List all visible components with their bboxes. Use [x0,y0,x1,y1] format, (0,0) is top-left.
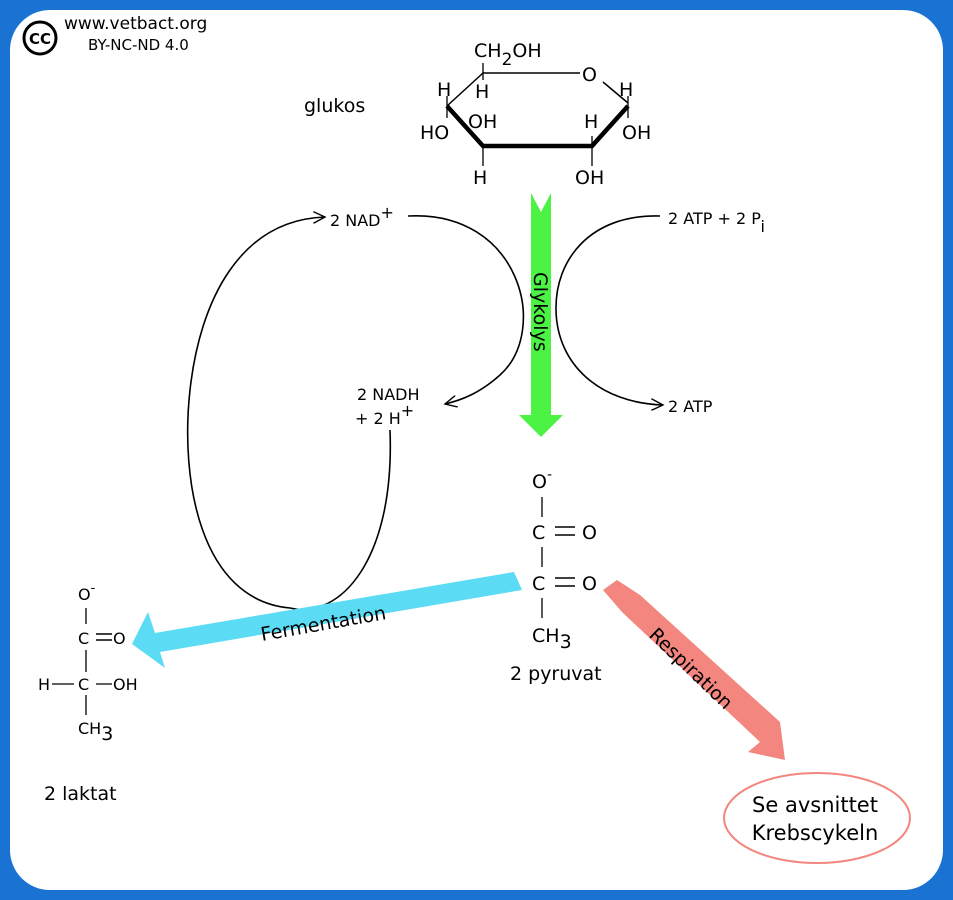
cc-icon: CC [29,30,51,48]
svg-text:CH3: CH3 [78,719,113,745]
svg-text:O: O [582,573,597,595]
svg-text:H: H [584,111,598,133]
nad-to-nadh-arc [407,215,525,404]
cc-badge: CC [22,20,58,56]
site-credit: www.vetbact.org [64,14,207,34]
svg-text:O: O [113,629,126,648]
svg-text:C: C [78,629,89,648]
svg-text:HO: HO [420,122,449,144]
fermentation-arrow [132,572,522,668]
svg-text:C: C [532,573,545,595]
svg-text:O-: O- [78,581,96,604]
lactate-structure: O- C O H C OH CH3 [38,581,138,745]
krebs-line1: Se avsnittet [752,793,878,817]
pyruvate-structure: O- C O C O CH3 [532,467,597,653]
glycolysis-arrow [519,193,563,437]
svg-text:C: C [532,522,545,544]
svg-text:C: C [78,675,89,694]
pyruvate-label: 2 pyruvat [510,663,602,685]
svg-text:H: H [619,79,633,101]
svg-text:CH2OH: CH2OH [474,40,542,70]
glucose-structure: CH2OH O H H H HO OH H OH H OH [420,40,651,189]
nadh-label: 2 NADH [357,385,420,404]
atp-input-label: 2 ATP + 2 Pi [668,209,765,236]
svg-text:OH: OH [468,111,497,133]
svg-text:H: H [38,675,50,694]
nadh-regeneration-arc [186,217,392,611]
h-plus-label: + 2 H+ [355,401,414,428]
svg-text:O: O [582,64,597,86]
svg-text:O: O [582,522,597,544]
svg-text:H: H [437,79,451,101]
glycolysis-label: Glykolys [529,272,551,352]
svg-text:H: H [473,167,487,189]
nad-label: 2 NAD+ [330,203,394,230]
respiration-arrow [603,580,785,760]
svg-text:OH: OH [113,675,138,694]
glucose-label: glukos [304,95,365,117]
atp-output-label: 2 ATP [668,397,713,416]
lactate-label: 2 laktat [44,783,117,805]
krebs-line2: Krebscykeln [752,821,879,845]
svg-text:O-: O- [532,467,552,493]
svg-text:OH: OH [622,122,651,144]
svg-text:OH: OH [575,167,604,189]
svg-text:H: H [475,81,489,103]
atp-arc [555,215,663,405]
license-text: BY-NC-ND 4.0 [88,36,189,54]
krebs-cycle-link[interactable] [723,772,911,864]
svg-text:CH3: CH3 [532,625,572,653]
